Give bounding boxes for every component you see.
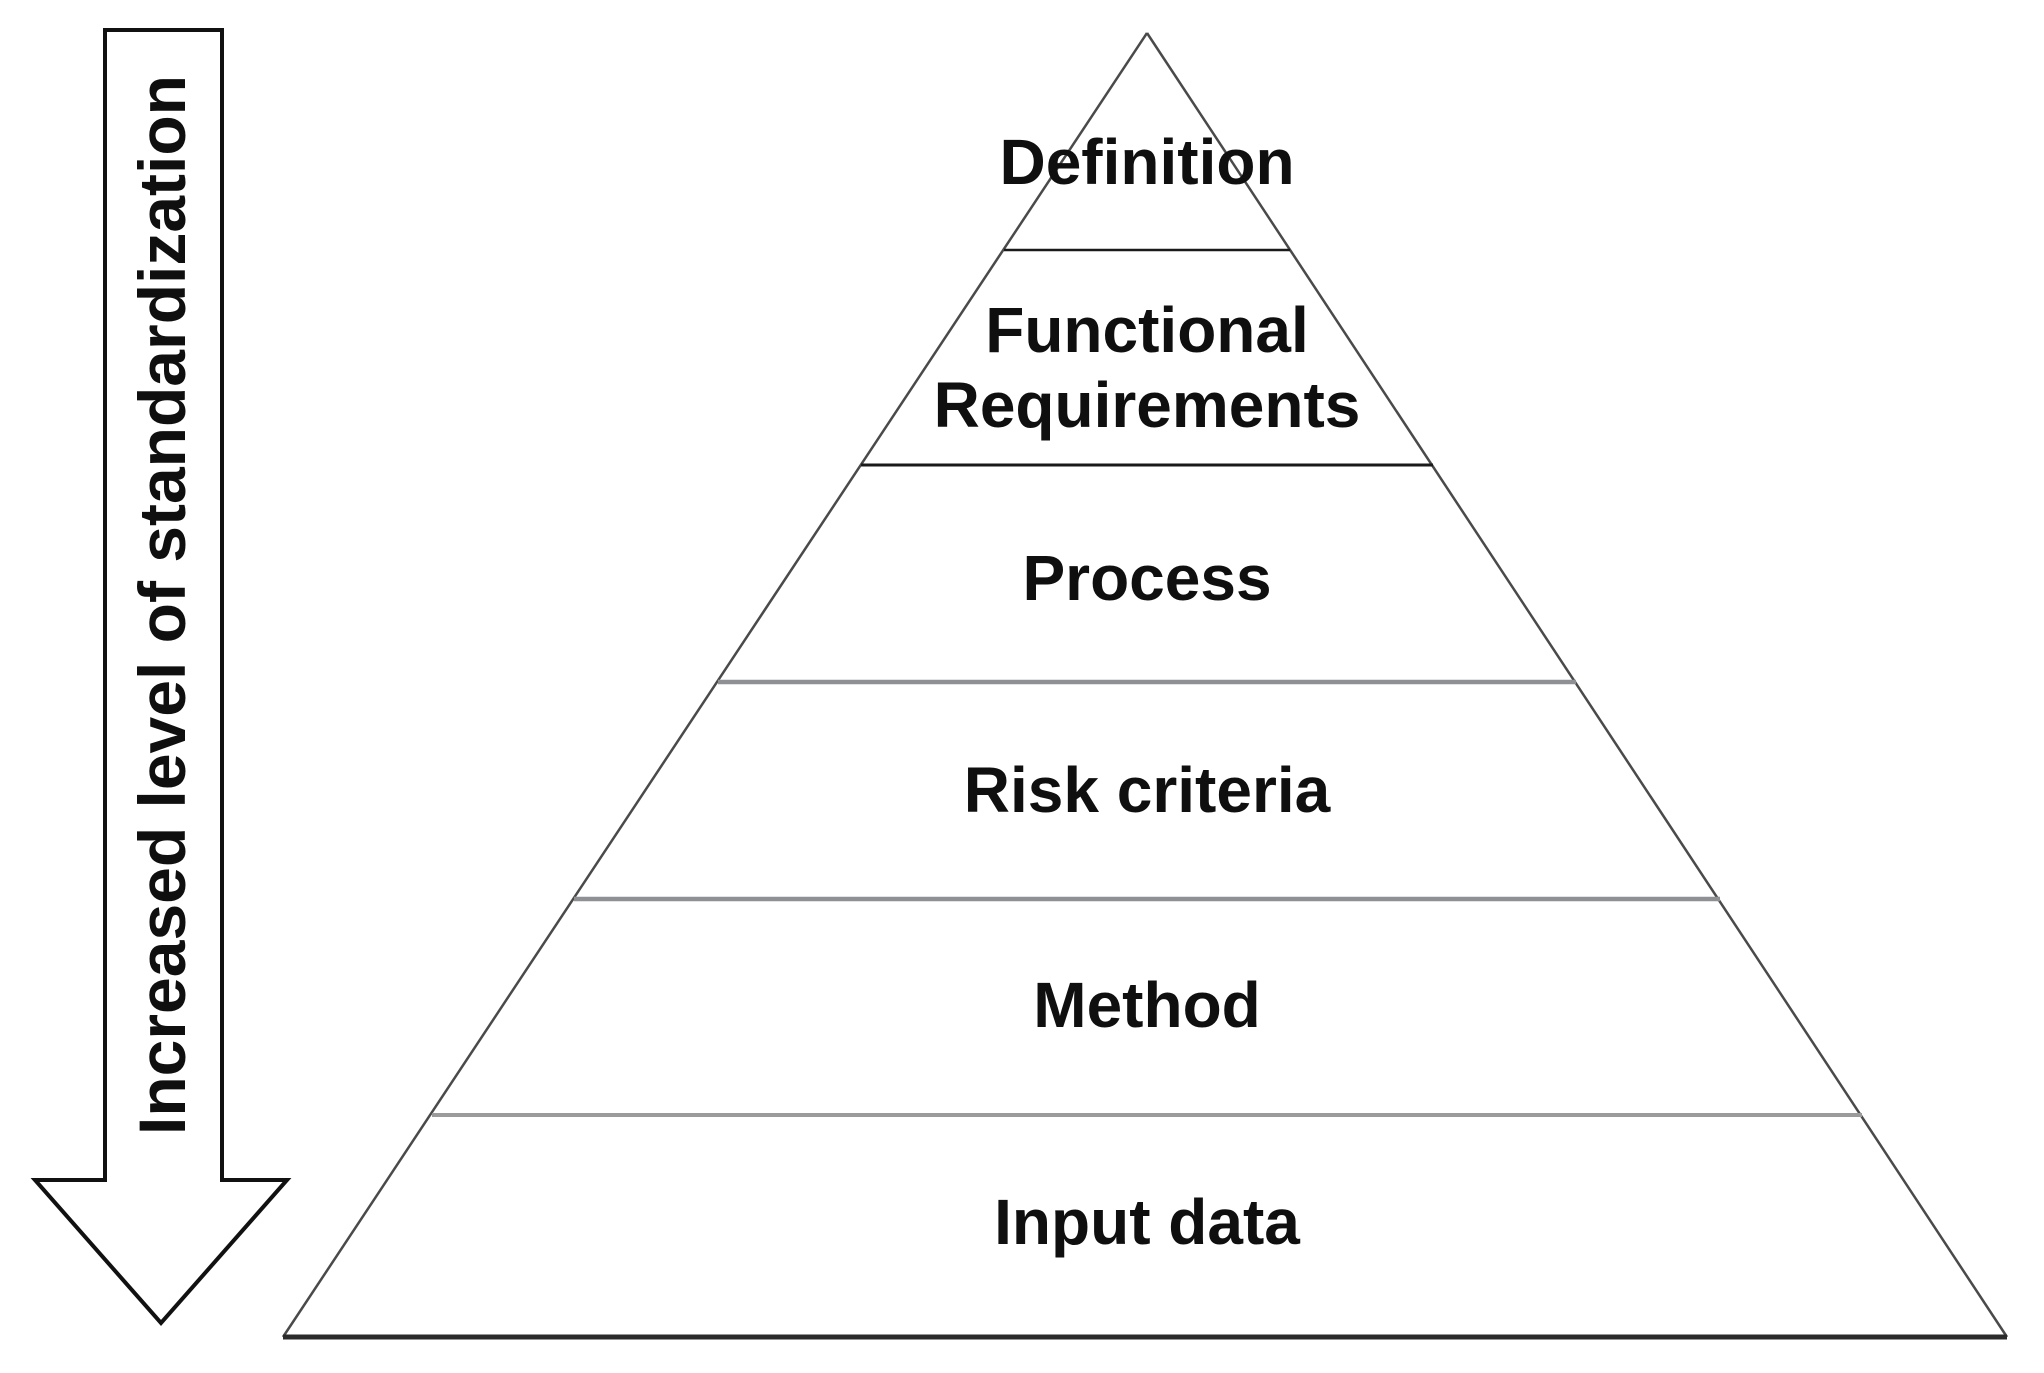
pyramid-level-label-risk-criteria: Risk criteria — [963, 753, 1331, 826]
pyramid-right-edge — [1145, 32, 2009, 1338]
pyramid-level-label-process: Process — [1022, 541, 1272, 614]
pyramid-level-label-method: Method — [1033, 968, 1261, 1041]
pyramid-shape — [283, 33, 2007, 1337]
pyramid-level-label-definition: Definition — [999, 125, 1295, 198]
down-arrow-shape — [30, 28, 292, 1327]
pyramid-level-label-functional-requirements: Functional Requirements — [933, 294, 1361, 441]
pyramid-left-edge — [281, 32, 1149, 1338]
pyramid-level-label-input-data: Input data — [994, 1185, 1300, 1258]
arrow-label: Increased level of standardization — [125, 75, 199, 1135]
